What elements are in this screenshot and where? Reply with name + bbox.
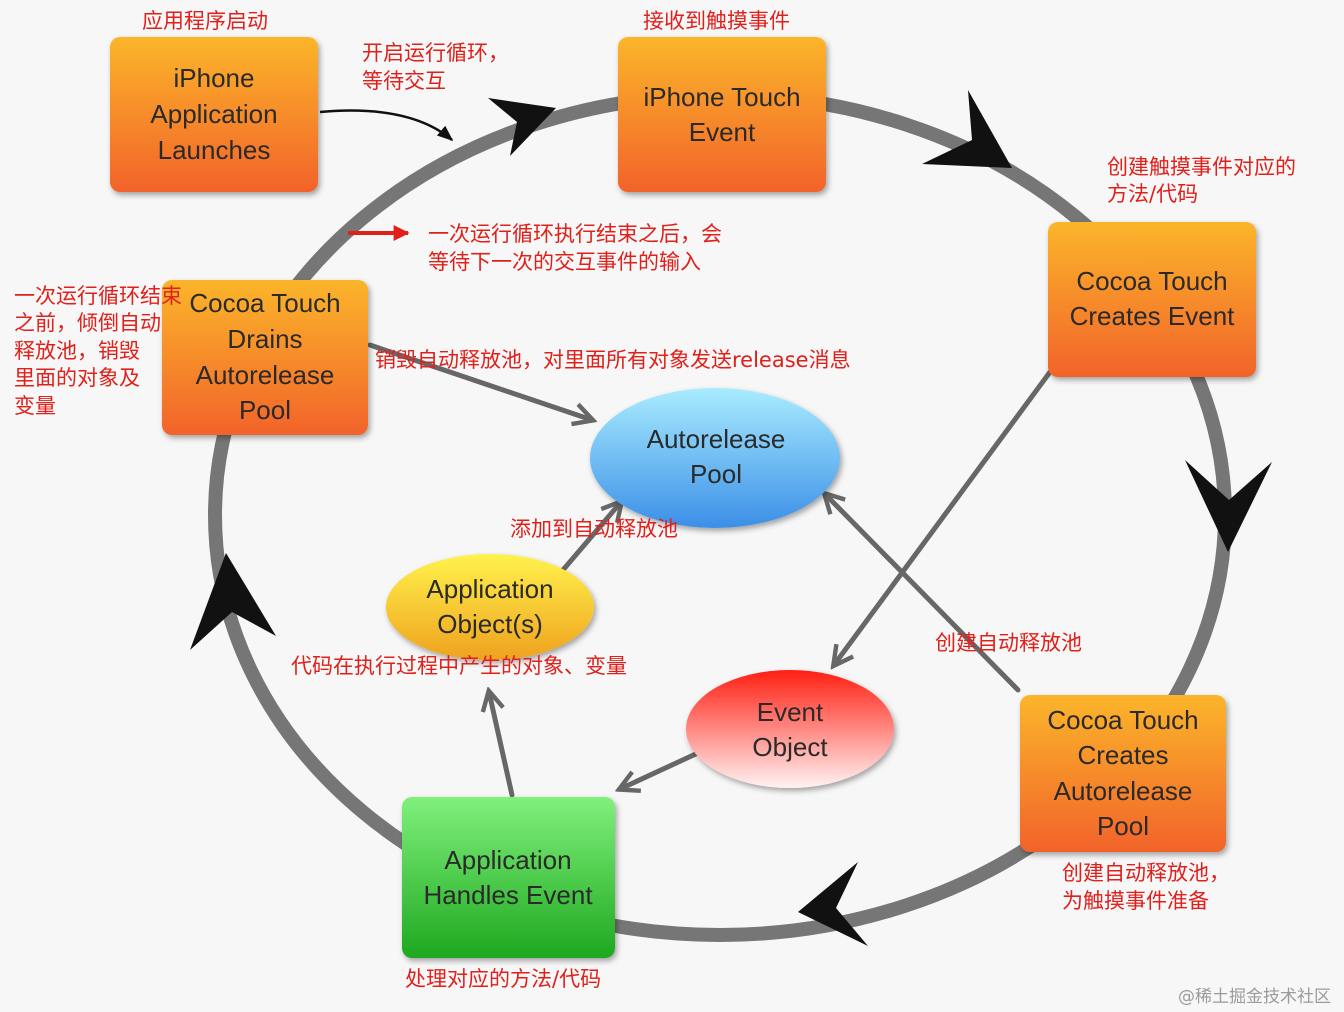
node-creates-pool: Cocoa Touch Creates Autorelease Pool	[1020, 695, 1226, 852]
annotation-drain-before-end: 里面的对象及	[14, 366, 140, 390]
node-label-line: Object	[752, 732, 828, 762]
node-label-line: Application	[150, 99, 277, 129]
ring-arrowhead-bottom	[798, 862, 868, 946]
annotation-start-run-loop: 等待交互	[362, 69, 446, 93]
node-label-line: Autorelease	[1054, 776, 1193, 806]
node-label-line: Cocoa Touch	[1076, 266, 1227, 296]
node-label-line: Cocoa Touch	[189, 288, 340, 318]
node-label-line: Event	[689, 117, 756, 147]
arrow-creates-event-to-event-object	[834, 369, 1053, 665]
node-application-objects: Application Object(s)	[386, 554, 594, 660]
node-box	[1048, 222, 1256, 377]
node-box	[618, 37, 826, 192]
annotation-create-pool: 创建自动释放池	[935, 631, 1082, 655]
arrow-handles-to-objects	[489, 692, 515, 798]
node-touch-event: iPhone Touch Event	[618, 37, 826, 192]
arrow-objects-to-pool	[560, 502, 621, 573]
annotation-receive-touch: 接收到触摸事件	[643, 9, 790, 33]
annotation-drain-before-end: 一次运行循环结束	[14, 284, 182, 308]
node-label-line: Object(s)	[437, 609, 542, 639]
arrow-creates-pool-to-pool	[825, 494, 1021, 693]
node-label-line: Drains	[227, 324, 302, 354]
ring-arrowhead-top-right	[922, 90, 1012, 168]
arrow-launch-to-loop	[319, 109, 454, 142]
node-box	[110, 37, 318, 192]
node-label-line: Creates	[1077, 740, 1168, 770]
node-label-line: Application	[426, 574, 553, 604]
node-app-launches: iPhone Application Launches	[110, 37, 318, 192]
annotation-app-launch: 应用程序启动	[142, 9, 268, 33]
node-event-object: Event Object	[686, 670, 894, 788]
watermark-text: @稀土掘金技术社区	[1178, 987, 1331, 1007]
node-creates-event: Cocoa Touch Creates Event	[1048, 222, 1256, 377]
annotation-drain-before-end: 变量	[14, 394, 56, 418]
annotation-objects-created: 代码在执行过程中产生的对象、变量	[291, 654, 627, 678]
ring-arrowhead-left	[190, 553, 276, 650]
node-ellipse	[590, 388, 840, 528]
node-label-line: Pool	[239, 395, 291, 425]
annotation-create-pool-for-touch: 为触摸事件准备	[1062, 889, 1209, 913]
node-label-line: Autorelease	[647, 424, 786, 454]
node-label-line: Cocoa Touch	[1047, 705, 1198, 735]
node-label-line: Creates Event	[1070, 301, 1236, 331]
annotation-create-handler: 创建触摸事件对应的	[1107, 155, 1296, 179]
node-box	[162, 280, 368, 435]
annotation-drain-before-end: 之前，倾倒自动	[14, 311, 161, 335]
node-drains-pool: Cocoa Touch Drains Autorelease Pool	[162, 280, 368, 435]
node-autorelease-pool: Autorelease Pool	[590, 388, 840, 528]
node-box	[402, 797, 615, 958]
node-label-line: Pool	[1097, 811, 1149, 841]
annotation-start-run-loop: 开启运行循环，	[362, 41, 509, 65]
node-ellipse	[386, 554, 594, 660]
node-label-line: iPhone Touch	[643, 82, 800, 112]
annotation-loop-end-wait: 一次运行循环执行结束之后，会	[428, 222, 722, 246]
annotation-drain-before-end: 释放池，销毁	[14, 339, 140, 363]
annotation-create-handler: 方法/代码	[1107, 182, 1198, 206]
node-box	[1020, 695, 1226, 852]
annotation-loop-end-wait: 等待下一次的交互事件的输入	[428, 250, 701, 274]
node-label-line: Event	[757, 697, 824, 727]
node-label-line: Autorelease	[196, 360, 335, 390]
node-handles-event: Application Handles Event	[402, 797, 615, 958]
ring-arrowhead-right	[1185, 460, 1272, 552]
annotation-handle-method: 处理对应的方法/代码	[405, 967, 601, 991]
annotation-add-to-pool: 添加到自动释放池	[510, 517, 678, 541]
node-label-line: Application	[444, 845, 571, 875]
arrow-event-object-to-handles	[620, 749, 703, 789]
node-label-line: Handles Event	[423, 880, 593, 910]
node-ellipse	[686, 670, 894, 788]
node-label-line: Pool	[690, 459, 742, 489]
ring-arrowhead-top-left	[488, 98, 556, 156]
arrow-drains-to-pool	[367, 342, 592, 420]
annotation-create-pool-for-touch: 创建自动释放池，	[1062, 861, 1230, 885]
node-label-line: Launches	[158, 135, 271, 165]
node-label-line: iPhone	[174, 63, 255, 93]
annotation-destroy-pool-release: 销毁自动释放池，对里面所有对象发送release消息	[375, 348, 851, 372]
